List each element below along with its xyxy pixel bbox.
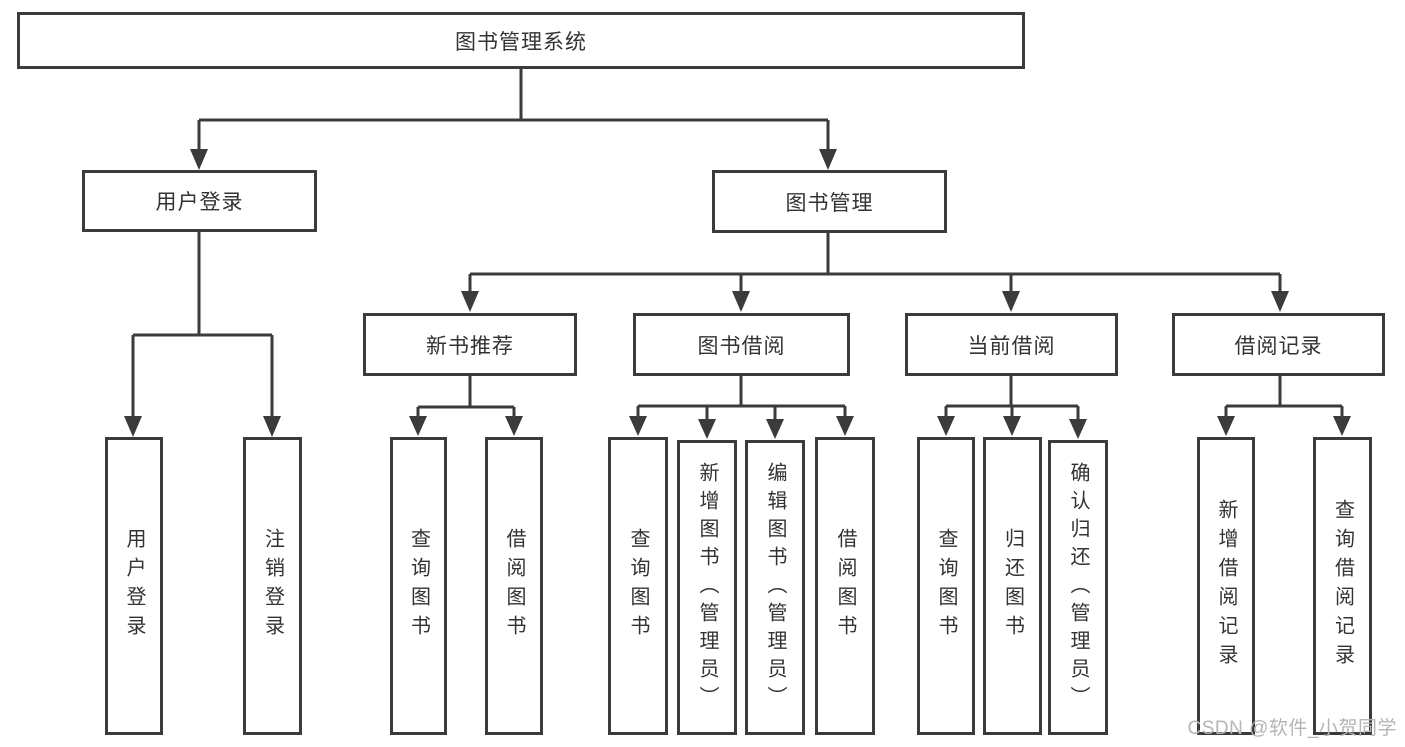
connector-current-borrow: [944, 376, 1080, 421]
connector-login: [131, 232, 274, 418]
leaf-borrow-books-borrowing: 借阅图书: [815, 437, 875, 735]
leaf-borrow-books-recommend: 借阅图书: [485, 437, 543, 735]
leaf-edit-book-admin: 编辑图书（管理员）: [745, 440, 805, 735]
leaf-query-books-borrowing: 查询图书: [608, 437, 668, 735]
node-user-login: 用户登录: [82, 170, 317, 232]
watermark: CSDN @软件_小贺同学: [1187, 718, 1397, 739]
leaf-query-books-recommend: 查询图书: [390, 437, 447, 735]
leaf-add-borrow-record: 新增借阅记录: [1197, 437, 1255, 735]
node-book-management: 图书管理: [712, 170, 947, 233]
leaf-query-books-current: 查询图书: [917, 437, 975, 735]
leaf-logout: 注销登录: [243, 437, 302, 735]
connector-new-book: [416, 376, 516, 419]
node-borrowing-records: 借阅记录: [1172, 313, 1385, 376]
leaf-user-login: 用户登录: [105, 437, 163, 735]
connector-mgmt: [468, 233, 1282, 293]
leaf-query-borrow-record: 查询借阅记录: [1313, 437, 1372, 735]
node-book-borrowing: 图书借阅: [633, 313, 850, 376]
leaf-return-books: 归还图书: [983, 437, 1042, 735]
leaf-confirm-return-admin: 确认归还（管理员）: [1048, 440, 1108, 735]
arrowheads: [124, 149, 1351, 439]
node-current-borrowing: 当前借阅: [905, 313, 1118, 376]
connector-book-borrow: [636, 376, 847, 421]
node-library-system: 图书管理系统: [17, 12, 1025, 69]
leaf-add-book-admin: 新增图书（管理员）: [677, 440, 737, 735]
connector-borrow-record: [1224, 376, 1344, 418]
node-new-book-recommend: 新书推荐: [363, 313, 577, 376]
connector-root: [197, 69, 830, 151]
